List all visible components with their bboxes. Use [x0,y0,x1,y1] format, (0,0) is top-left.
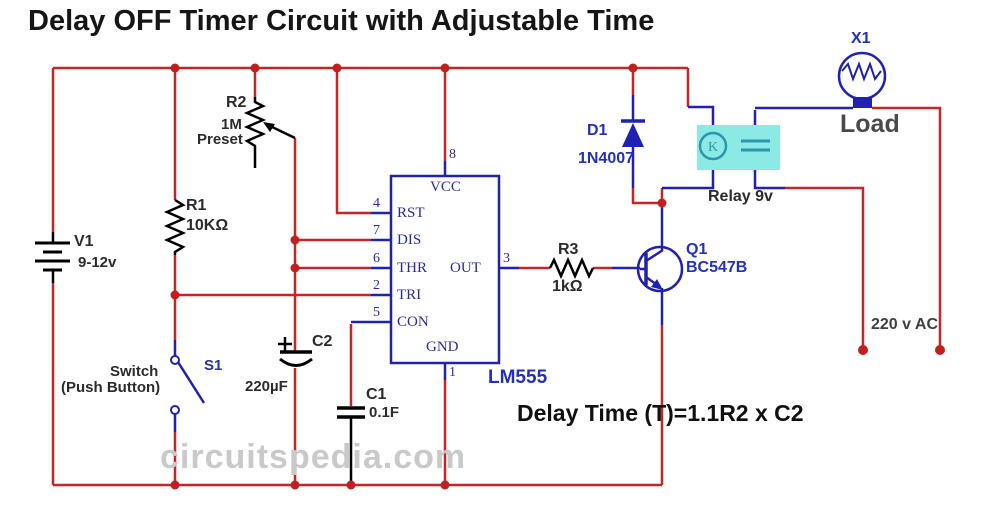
junction-dots [170,63,945,490]
r2-wiper-arrow [263,122,296,140]
switch-label-line2: (Push Button) [61,379,161,396]
r3-value: 1kΩ [552,278,583,295]
c2-capacitor-symbol [278,337,313,367]
rst-wire [335,68,371,215]
q1-label: Q1 [686,241,708,258]
d1-label: D1 [587,122,608,139]
pin-label-gnd: GND [426,339,459,355]
relay-contact-symbol [741,139,770,152]
s1-switch-symbol [170,355,206,415]
pin-number-3: 3 [503,251,510,266]
pin-number-5: 5 [373,305,380,320]
ac-terminal-left [858,345,868,355]
pin-number-1: 1 [449,365,456,380]
pin-number-7: 7 [373,223,380,238]
ac-right-wire [872,106,942,350]
ic-name-label: LM555 [488,367,548,388]
r3-label: R3 [558,241,579,258]
red-wires [51,66,942,487]
r3-resistor-symbol [548,256,595,280]
v1-label: V1 [74,233,94,250]
ic-pin-stubs [351,161,519,380]
relay-coil-symbol: K [698,131,728,161]
switch-label-line1: Switch [110,363,159,380]
c1-value: 0.1F [369,404,400,421]
c2-value: 220µF [245,378,288,395]
pin-label-thr: THR [397,260,427,276]
r1-value: 10KΩ [186,217,229,234]
c2-plus-sign [278,337,292,351]
r2-label: R2 [226,94,247,111]
c1-label: C1 [366,386,387,403]
lamp-filament [841,61,882,82]
relay-label: Relay 9v [708,188,773,205]
x1-lamp-symbol [837,51,887,108]
s1-label: S1 [204,357,223,374]
ac-left-wire [785,186,865,350]
c2-label: C2 [312,333,333,350]
relay-coil-top-lead [688,105,715,133]
r1-label: R1 [186,197,207,214]
r1-resistor-symbol [163,198,187,255]
v1-value: 9-12v [78,254,117,271]
pin-number-2: 2 [373,278,380,293]
ac-terminal-right [935,345,945,355]
page-title: Delay OFF Timer Circuit with Adjustable … [28,5,655,37]
ac-supply-label: 220 v AC [871,316,938,333]
c1-capacitor-symbol [337,406,365,485]
q1-value: BC547B [686,259,748,276]
lm555-ic-body [389,174,501,365]
pin-label-con: CON [397,314,429,330]
d1-diode-symbol [621,119,645,147]
watermark: circuitspedia.com [160,438,467,476]
lamp-base [853,97,872,108]
q1-transistor-symbol [636,245,684,293]
r2-preset-symbol [243,97,267,168]
d1-value: 1N4007 [578,150,635,167]
load-label: Load [840,110,900,138]
relay-coil-letter: K [708,140,718,155]
pin-label-dis: DIS [397,232,422,248]
battery-symbol [35,232,70,283]
delay-formula: Delay Time (T)=1.1R2 x C2 [517,400,804,426]
x1-label: X1 [851,30,871,47]
pin-number-4: 4 [373,196,380,211]
pin-number-8: 8 [449,147,456,162]
pin-label-tri: TRI [397,287,422,303]
r2-note: Preset [197,131,243,148]
pin-label-vcc: VCC [430,179,461,195]
pin-label-out: OUT [450,260,481,276]
pin-label-rst: RST [397,205,425,221]
pin-number-6: 6 [373,251,380,266]
r2-value: 1M [221,116,242,133]
